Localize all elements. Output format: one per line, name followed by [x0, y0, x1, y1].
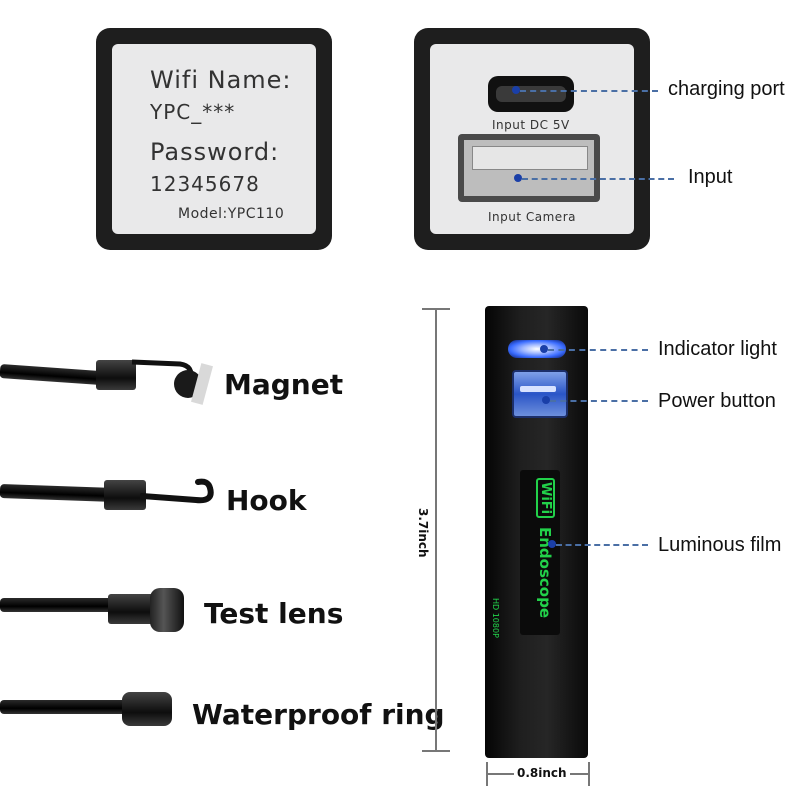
luminous-film — [520, 470, 560, 635]
hook-label: Hook — [226, 484, 307, 517]
input-dc-label: Input DC 5V — [492, 118, 570, 132]
luminous-film-text: WiFi Endoscope — [528, 478, 555, 628]
charging-port-leader — [520, 90, 658, 92]
film-product-name: Endoscope — [536, 527, 554, 619]
charging-port-marker — [512, 86, 520, 94]
height-dimension-text: 3.7inch — [416, 508, 430, 558]
wifi-name-value: YPC_*** — [150, 100, 236, 124]
magnet-probe-cable — [0, 364, 101, 385]
power-button-callout: Power button — [658, 390, 776, 412]
input-leader — [522, 178, 674, 180]
hook-probe-head — [104, 480, 146, 510]
wifi-name-heading: Wifi Name: — [150, 66, 292, 94]
film-resolution-text: HD 1080P — [491, 598, 500, 638]
power-button-marker — [542, 396, 550, 404]
luminous-film-leader — [556, 544, 648, 546]
indicator-light-leader — [548, 349, 648, 351]
test-lens-cap — [150, 588, 184, 632]
indicator-light-callout: Indicator light — [658, 338, 777, 360]
test-lens-label: Test lens — [204, 597, 344, 630]
input-camera-label: Input Camera — [488, 210, 576, 224]
power-button[interactable] — [512, 370, 568, 418]
input-callout: Input — [688, 166, 733, 188]
hook-probe-cable — [0, 484, 109, 502]
height-dimension-line — [435, 310, 437, 750]
waterproof-ring-label: Waterproof ring — [192, 698, 445, 731]
magnet-probe-head — [96, 360, 136, 390]
password-heading: Password: — [150, 138, 280, 166]
input-marker — [514, 174, 522, 182]
height-dimension-bottom-tick — [422, 750, 450, 752]
usb-a-tongue — [472, 146, 588, 170]
film-wifi-badge: WiFi — [536, 478, 555, 519]
magnet-attachment — [131, 359, 213, 405]
power-button-leader — [550, 400, 648, 402]
password-value: 12345678 — [150, 172, 260, 196]
charging-port-callout: charging port — [668, 78, 785, 100]
test-lens-probe-cable — [0, 598, 112, 612]
width-dimension-text: 0.8inch — [514, 766, 570, 780]
indicator-light — [508, 340, 566, 358]
film-resolution: HD 1080P — [488, 598, 506, 638]
wifi-info-label-face — [112, 44, 316, 234]
indicator-light-marker — [540, 345, 548, 353]
height-dimension-label-wrap: 3.7inch — [414, 504, 432, 562]
luminous-film-callout: Luminous film — [658, 534, 782, 556]
waterproof-ring-probe-head — [122, 692, 172, 726]
width-dimension-right-tick — [588, 762, 590, 786]
model-text: Model:YPC110 — [178, 206, 285, 222]
luminous-film-marker — [548, 540, 556, 548]
micro-usb-port-inner — [496, 86, 566, 102]
test-lens-probe-head — [108, 594, 156, 624]
hook-attachment — [140, 478, 214, 504]
waterproof-ring-probe-cable — [0, 700, 126, 714]
height-dimension-top-tick — [422, 308, 450, 310]
magnet-label: Magnet — [224, 368, 344, 401]
width-dimension-left-tick — [486, 762, 488, 786]
power-button-stripe — [520, 386, 556, 392]
